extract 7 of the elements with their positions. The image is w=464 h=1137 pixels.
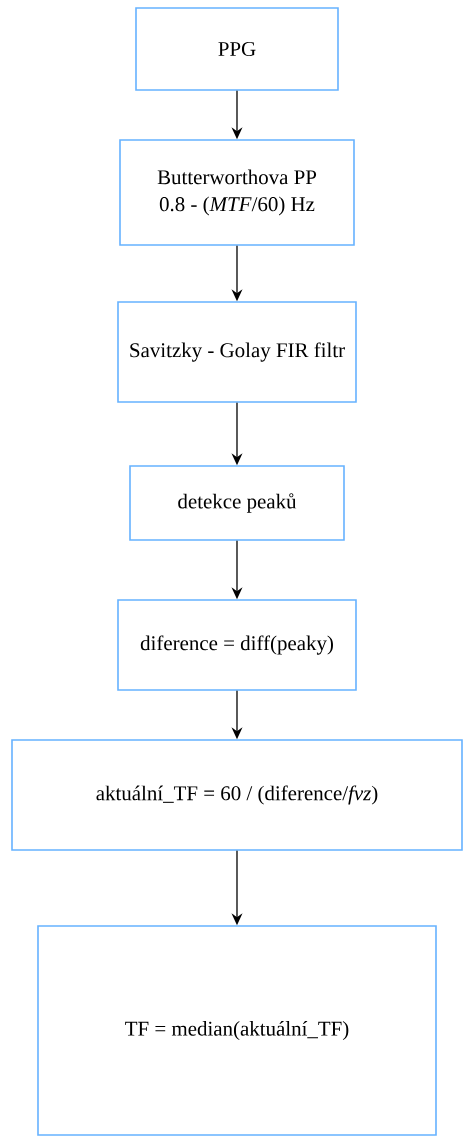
process-box: aktuální_TF = 60 / (diference/fvz) xyxy=(11,739,463,851)
process-box: detekce peaků xyxy=(129,465,345,541)
process-box: PPG xyxy=(135,7,339,91)
process-box: Savitzky - Golay FIR filtr xyxy=(117,301,357,403)
process-box: TF = median(aktuální_TF) xyxy=(37,925,437,1136)
process-box: Butterworthova PP 0.8 - (MTF/60) Hz xyxy=(119,139,355,246)
process-box: diference = diff(peaky) xyxy=(117,599,357,691)
